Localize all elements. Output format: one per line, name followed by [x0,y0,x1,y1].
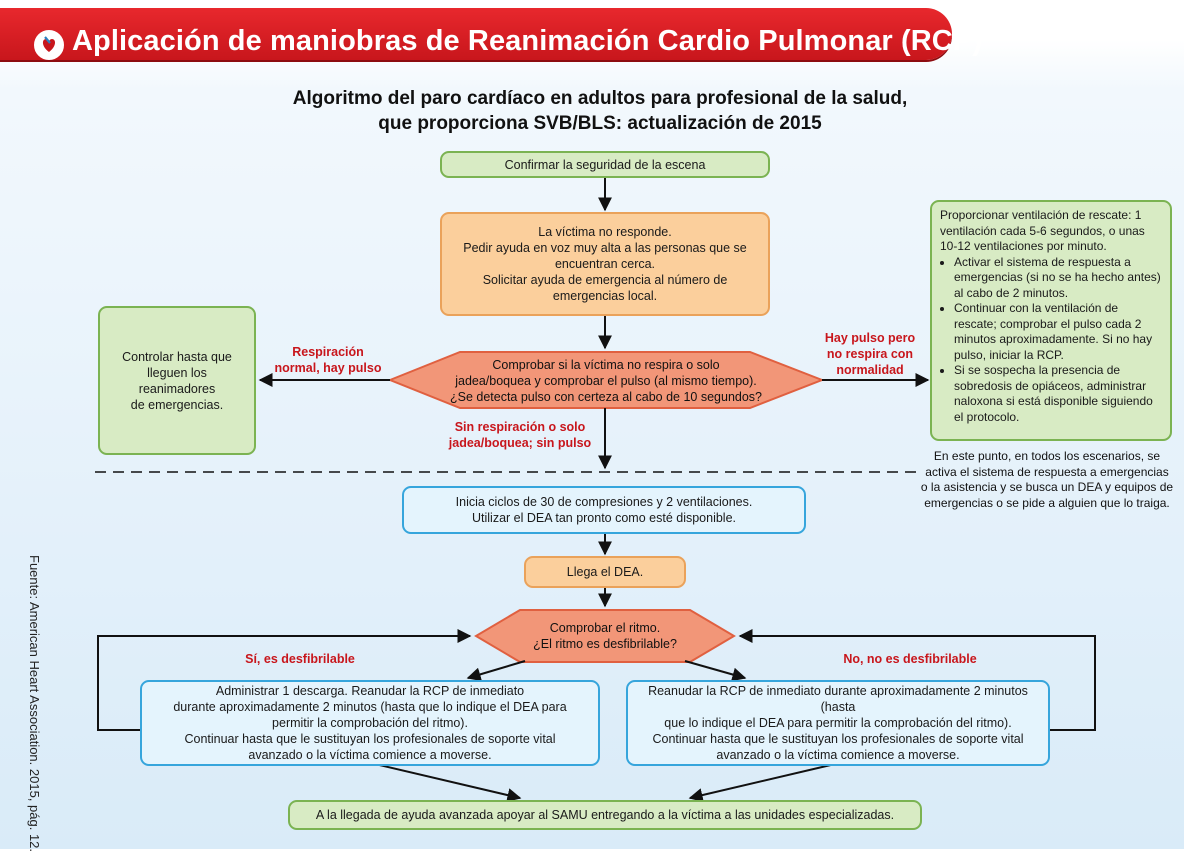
rescue-bullet: Continuar con la ventilación de rescate;… [954,301,1162,363]
label-pulse-line-3: normalidad [836,363,904,377]
step-aed-arrives: Llega el DEA. [524,556,686,588]
label-pulse-no-breathing: Hay pulso pero no respira con normalidad [810,330,930,378]
noshock-line-4: avanzado o la víctima comience a moverse… [716,748,960,762]
loop-left [97,629,472,731]
banner-title: Aplicación de maniobras de Reanimación C… [72,25,983,57]
step-check-breathing: Comprobar si la víctima no respira o sol… [430,357,782,405]
check-line-1: Comprobar si la víctima no respira o sol… [492,358,720,372]
label-no-breathing: Sin respiración o solo jadea/boquea; sin… [440,419,600,451]
heart-logo-icon [34,30,64,60]
step-check-rhythm: Comprobar el ritmo. ¿El ritmo es desfibr… [505,620,705,652]
monitor-line-3: de emergencias. [130,397,224,412]
step-rescue-breathing: Proporcionar ventilación de rescate: 1 v… [930,200,1172,441]
arrow-shock-to-handoff [374,763,522,802]
shock-line-5: avanzado o la víctima comience a moverse… [248,748,492,762]
note-line-1: En este punto, en todos los escenarios, … [933,449,1161,463]
label-normal-line-2: normal, hay pulso [274,361,382,375]
shock-line-1: Administrar 1 descarga. Reanudar la RCP … [215,684,525,698]
step-confirm-text: Confirmar la seguridad de la escena [504,157,706,172]
label-normal-line-1: Respiración [292,345,364,359]
noshock-line-2: que lo indique el DEA para permitir la c… [664,716,1012,730]
label-normal-breathing: Respiración normal, hay pulso [268,344,388,376]
subtitle-line-1: Algoritmo del paro cardíaco en adultos p… [292,88,908,109]
loop-right [738,629,1096,731]
monitor-line-2: lleguen los reanimadores [138,365,216,396]
emergency-note: En este punto, en todos los escenarios, … [910,449,1184,511]
cycles-line-1: Inicia ciclos de 30 de compresiones y 2 … [455,495,753,509]
arrow-to-noshock [684,660,747,682]
note-line-4: emergencias o se pide a alguien que lo t… [924,495,1170,510]
arrow-noshock-to-handoff [688,763,836,802]
diagram-subtitle: Algoritmo del paro cardíaco en adultos p… [220,86,980,136]
label-pulse-line-2: no respira con [826,347,914,361]
cycles-line-2: Utilizar el DEA tan pronto como esté dis… [471,511,737,525]
check-line-2: jadea/boquea y comprobar el pulso (al mi… [455,374,757,388]
note-line-3: o la asistencia y se busca un DEA y equi… [920,480,1174,494]
monitor-line-1: Controlar hasta que [122,349,232,364]
noshock-line-3: Continuar hasta que le sustituyan los pr… [652,732,1024,746]
handoff-text: A la llegada de ayuda avanzada apoyar al… [315,808,895,822]
source-citation: Fuente: American Heart Association. 2015… [27,555,42,852]
label-pulse-line-1: Hay pulso pero [824,331,916,345]
label-not-shockable: No, no es desfibrilable [843,652,977,666]
subtitle-line-2: que proporciona SVB/BLS: actualización d… [378,113,822,134]
rescue-bullet: Si se sospecha la presencia de sobredosi… [954,363,1162,425]
step-confirm-scene: Confirmar la seguridad de la escena [440,151,770,178]
rhythm-line-1: Comprobar el ritmo. [549,621,661,635]
title-banner: Aplicación de maniobras de Reanimación C… [0,8,982,60]
shock-line-3: permitir la comprobación del ritmo). [272,716,468,730]
aed-text: Llega el DEA. [566,565,644,579]
shock-line-2: durante aproximadamente 2 minutos (hasta… [173,700,567,714]
step-monitor: Controlar hasta que lleguen los reanimad… [98,306,256,455]
unresponsive-line-4: Solicitar ayuda de emergencia al número … [482,273,728,287]
arrow-to-shock [466,660,526,682]
step-unresponsive: La víctima no responde. Pedir ayuda en v… [440,212,770,316]
rhythm-line-2: ¿El ritmo es desfibrilable? [533,637,677,651]
rescue-bullet: Activar el sistema de respuesta a emerge… [954,255,1162,302]
label-nobreath-line-1: Sin respiración o solo [454,420,586,434]
unresponsive-line-5: emergencias local. [552,289,658,303]
check-line-3: ¿Se detecta pulso con certeza al cabo de… [449,390,763,404]
step-handoff: A la llegada de ayuda avanzada apoyar al… [288,800,922,830]
note-line-2: activa el sistema de respuesta a emergen… [925,464,1169,479]
step-shock: Administrar 1 descarga. Reanudar la RCP … [140,680,600,766]
label-nobreath-line-2: jadea/boquea; sin pulso [448,436,592,450]
noshock-line-1: Reanudar la RCP de inmediato durante apr… [648,684,1028,714]
unresponsive-line-3: encuentran cerca. [554,257,656,271]
rescue-intro: Proporcionar ventilación de rescate: 1 v… [940,208,1145,253]
shock-line-4: Continuar hasta que le sustituyan los pr… [184,732,556,746]
unresponsive-line-2: Pedir ayuda en voz muy alta a las person… [463,241,747,255]
unresponsive-line-1: La víctima no responde. [538,225,672,239]
rescue-list: Activar el sistema de respuesta a emerge… [940,255,1162,426]
step-cpr-cycles: Inicia ciclos de 30 de compresiones y 2 … [402,486,806,534]
label-shockable: Sí, es desfibrilable [245,652,355,666]
step-no-shock: Reanudar la RCP de inmediato durante apr… [626,680,1050,766]
